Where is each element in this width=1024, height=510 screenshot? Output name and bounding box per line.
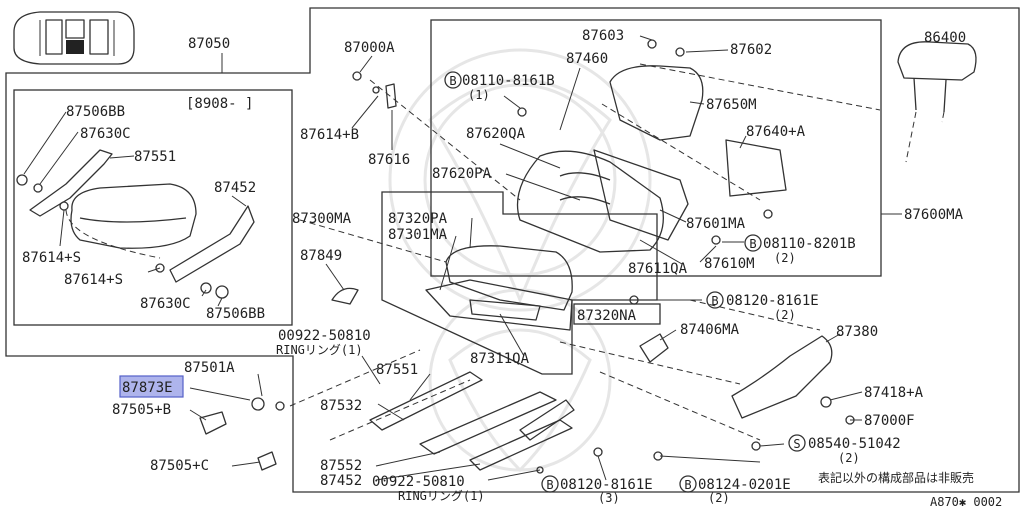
label-87600MA[interactable]: 87600MA — [904, 207, 964, 223]
label-inset-87630C-b[interactable]: 87630C — [140, 296, 191, 312]
label-inset-87506BB-b[interactable]: 87506BB — [206, 306, 265, 322]
inset-cushion-part — [65, 183, 197, 259]
label-inset-87614S-b[interactable]: 87614+S — [64, 272, 123, 288]
label-87601MA[interactable]: 87601MA — [686, 216, 746, 232]
label-87640A[interactable]: 87640+A — [746, 124, 806, 140]
label-87460[interactable]: 87460 — [566, 51, 608, 67]
label-bolt-08120-8161E-b[interactable]: 08120-8161E — [560, 477, 653, 493]
side-cover-part — [331, 287, 833, 419]
not-sold-notice: 表記以外の構成部品は非販売 — [818, 470, 974, 485]
bolt-marker-4: B — [546, 478, 553, 492]
label-screw-08540-51042[interactable]: 08540-51042 — [808, 436, 901, 452]
diagram-code: A870✱ 0002 — [930, 495, 1002, 509]
label-inset-87506BB-a[interactable]: 87506BB — [66, 104, 125, 120]
seatback-group-box — [430, 19, 882, 277]
vehicle-location-icon — [13, 11, 135, 65]
assembly-lines — [289, 63, 881, 441]
cushion-part — [425, 245, 573, 331]
label-87873E[interactable]: 87873E — [122, 380, 173, 396]
bolt-marker-5: B — [684, 478, 691, 492]
part-labels: 87050 87000A 87614+B 87616 08110-8161B (… — [22, 28, 1002, 509]
label-ring-00922-50810-b[interactable]: 00922-50810 — [372, 474, 465, 490]
label-bolt-08110-8201B[interactable]: 08110-8201B — [763, 236, 856, 252]
label-87418A[interactable]: 87418+A — [864, 385, 924, 401]
label-87311QA[interactable]: 87311QA — [470, 351, 530, 367]
label-86400[interactable]: 86400 — [924, 30, 966, 46]
label-87505C[interactable]: 87505+C — [150, 458, 209, 474]
inset-group-box — [13, 89, 293, 326]
screw-marker: S — [793, 437, 800, 451]
label-87532[interactable]: 87532 — [320, 398, 362, 414]
label-87650M[interactable]: 87650M — [706, 97, 757, 113]
label-87000F[interactable]: 87000F — [864, 413, 915, 429]
p87320NA-box — [573, 303, 661, 325]
seatback-frame-part — [516, 65, 787, 253]
label-87610M[interactable]: 87610M — [704, 256, 755, 272]
leader-lines — [189, 35, 863, 481]
label-qty-b1: (1) — [468, 88, 490, 102]
cushion-group-box — [381, 191, 658, 375]
headrest-part — [897, 41, 977, 163]
label-87551-main[interactable]: 87551 — [376, 362, 418, 378]
circled-markers: B B B B B S — [444, 71, 806, 493]
label-87602[interactable]: 87602 — [730, 42, 772, 58]
label-87000A[interactable]: 87000A — [344, 40, 395, 56]
label-bolt-08120-8161E[interactable]: 08120-8161E — [726, 293, 819, 309]
label-bolt-08124-0201E[interactable]: 08124-0201E — [698, 477, 791, 493]
bolt-marker-3: B — [711, 294, 718, 308]
label-87380[interactable]: 87380 — [836, 324, 878, 340]
label-87616[interactable]: 87616 — [368, 152, 410, 168]
label-87320NA[interactable]: 87320NA — [577, 308, 637, 324]
slide-rail-part — [199, 371, 575, 471]
label-87406MA[interactable]: 87406MA — [680, 322, 740, 338]
label-inset-87630C-a[interactable]: 87630C — [80, 126, 131, 142]
highlighted-part-box — [119, 375, 184, 398]
label-87452-main[interactable]: 87452 — [320, 473, 362, 489]
label-87301MA[interactable]: 87301MA — [388, 227, 448, 243]
bolt-marker-1: B — [449, 74, 456, 88]
label-inset-87452[interactable]: 87452 — [214, 180, 256, 196]
inset-date-range: [8908- ] — [186, 96, 253, 112]
label-ring-00922-50810-a[interactable]: 00922-50810 — [278, 328, 371, 344]
label-87320PA[interactable]: 87320PA — [388, 211, 448, 227]
label-87620QA[interactable]: 87620QA — [466, 126, 526, 142]
label-87620PA[interactable]: 87620PA — [432, 166, 492, 182]
label-87611QA[interactable]: 87611QA — [628, 261, 688, 277]
label-87552[interactable]: 87552 — [320, 458, 362, 474]
label-87603[interactable]: 87603 — [582, 28, 624, 44]
label-qty-b4: (3) — [598, 491, 620, 505]
label-qty-b2: (2) — [774, 251, 796, 265]
label-87501A[interactable]: 87501A — [184, 360, 235, 376]
label-87614B[interactable]: 87614+B — [300, 127, 359, 143]
label-qty-b3: (2) — [774, 308, 796, 322]
label-inset-87551[interactable]: 87551 — [134, 149, 176, 165]
label-ring-text-a: RINGリング(1) — [276, 343, 363, 357]
inset-bracket-part — [16, 149, 255, 299]
label-87050[interactable]: 87050 — [188, 36, 230, 52]
label-87505B[interactable]: 87505+B — [112, 402, 171, 418]
main-outline — [5, 7, 1020, 493]
label-qty-s1: (2) — [838, 451, 860, 465]
label-ring-text-b: RINGリング(1) — [398, 489, 485, 503]
label-qty-b5: (2) — [708, 491, 730, 505]
label-inset-87614S-a[interactable]: 87614+S — [22, 250, 81, 266]
bolt-marker-2: B — [749, 237, 756, 251]
label-87300MA[interactable]: 87300MA — [292, 211, 352, 227]
label-bolt-08110-8161B[interactable]: 08110-8161B — [462, 73, 555, 89]
label-87849[interactable]: 87849 — [300, 248, 342, 264]
